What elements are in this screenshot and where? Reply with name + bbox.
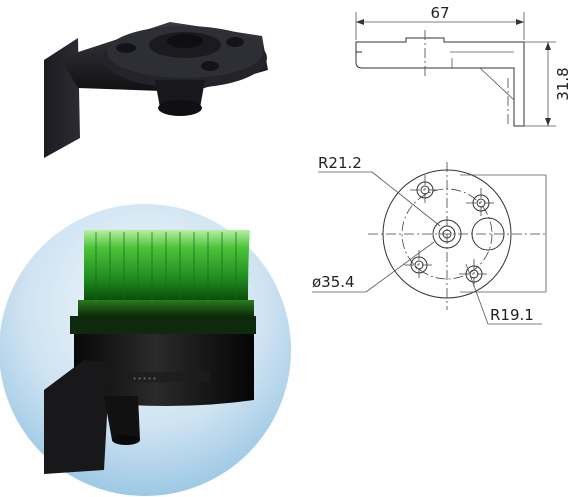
green-beacon-lamp-icon: ∙∙∙∙∙	[0, 204, 291, 496]
side-view-drawing: 67 31.8	[355, 4, 572, 127]
mounting-holes	[404, 175, 496, 289]
svg-text:∙∙∙∙∙: ∙∙∙∙∙	[132, 374, 157, 383]
top-view-drawing: R21.2 ø35.4 R19.1	[312, 154, 548, 325]
mounting-bracket-icon	[44, 22, 268, 158]
outer-radius-label: R21.2	[318, 154, 362, 172]
diameter-label: ø35.4	[312, 273, 355, 291]
width-dimension: 67	[430, 4, 449, 22]
hole-radius-label: R19.1	[490, 306, 534, 324]
height-dimension: 31.8	[554, 67, 572, 100]
